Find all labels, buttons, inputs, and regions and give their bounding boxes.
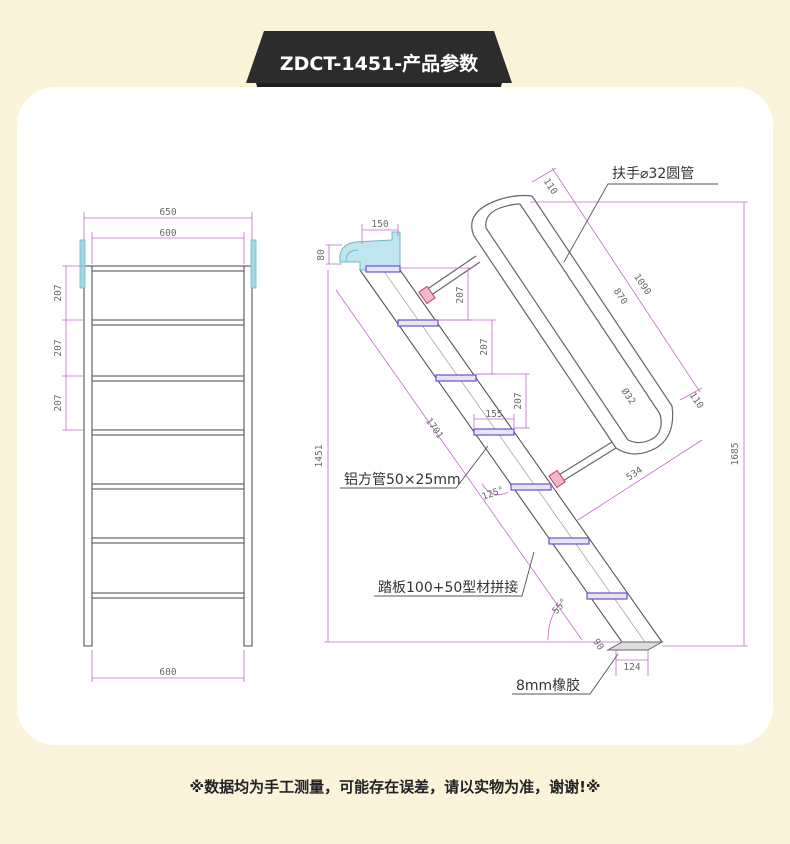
dim-handrail-outer: 1090 (631, 272, 653, 297)
dim-top-platform: 150 (371, 219, 388, 230)
angle-arc (481, 483, 509, 496)
dim-foot-height: 90 (590, 637, 606, 653)
dim-tube-diameter: Ø32 (619, 386, 638, 406)
dim-rise: 207 (479, 338, 490, 355)
dim-tread-depth: 155 (485, 409, 502, 420)
dim-hook-height: 80 (316, 249, 327, 261)
front-right-rail (243, 265, 253, 647)
stringer-inner-line (382, 269, 646, 643)
dim-rise: 207 (513, 392, 524, 409)
front-step (91, 592, 245, 599)
dim-line (679, 387, 703, 401)
front-step (91, 429, 245, 436)
callout-line (340, 445, 489, 489)
front-left-hook (79, 239, 86, 289)
front-step (91, 375, 245, 382)
footer-note: ※数据均为手工测量，可能存在误差，请以实物为准，谢谢!※ (189, 778, 601, 796)
front-step (91, 483, 245, 490)
drawing-card (17, 87, 773, 745)
dim-total-height-right: 1685 (730, 443, 741, 466)
tread (548, 537, 590, 545)
angle-arc (547, 601, 563, 641)
front-step (91, 265, 245, 272)
front-left-rail (83, 265, 93, 647)
dim-handrail-width-bottom: 110 (687, 390, 706, 411)
hook-curve (345, 249, 359, 263)
tread (510, 483, 552, 491)
tread (435, 374, 477, 382)
callout-line (563, 183, 718, 263)
front-view: 650 600 207 207 207 600 (53, 207, 257, 682)
dim-rail-length: 1701 (423, 416, 445, 441)
dim-step-spacing: 207 (53, 284, 64, 301)
top-hook (339, 231, 401, 271)
dim-line (577, 439, 703, 521)
front-step (91, 319, 245, 326)
dim-handrail-inner: 870 (611, 286, 630, 307)
dim-width-inner: 600 (159, 228, 176, 239)
front-right-hook (250, 239, 257, 289)
callout-line (374, 551, 535, 597)
label-handrail: 扶手⌀32圆管 (612, 166, 694, 182)
technical-drawing: 650 600 207 207 207 600 (53, 166, 748, 695)
label-tread: 踏板100+50型材拼接 (378, 579, 518, 596)
dim-line (551, 167, 701, 393)
tread (365, 265, 401, 273)
label-rubber: 8mm橡胶 (516, 677, 580, 694)
dim-rise: 207 (455, 286, 466, 303)
front-step (91, 537, 245, 544)
dim-foot-width: 124 (623, 662, 640, 673)
callout-line (512, 653, 619, 695)
dim-bottom-width: 600 (159, 667, 176, 678)
tread (397, 319, 439, 327)
dim-step-spacing: 207 (53, 339, 64, 356)
dim-line (531, 167, 557, 183)
label-rail-tube: 铝方管50×25mm (344, 472, 461, 488)
side-view: 150 80 207 207 207 155 1451 1685 (314, 166, 748, 695)
dim-total-height-left: 1451 (314, 444, 325, 467)
dim-line (335, 289, 583, 641)
dim-width-outer: 650 (159, 207, 176, 218)
page-title: ZDCT-1451-产品参数 (279, 53, 479, 75)
dim-handrail-offset: 534 (624, 464, 645, 483)
tread (586, 592, 628, 600)
dim-handrail-width-top: 110 (541, 176, 560, 197)
rubber-foot (606, 641, 664, 651)
dim-step-spacing: 207 (53, 394, 64, 411)
handrail (418, 194, 674, 489)
tread (473, 428, 515, 436)
